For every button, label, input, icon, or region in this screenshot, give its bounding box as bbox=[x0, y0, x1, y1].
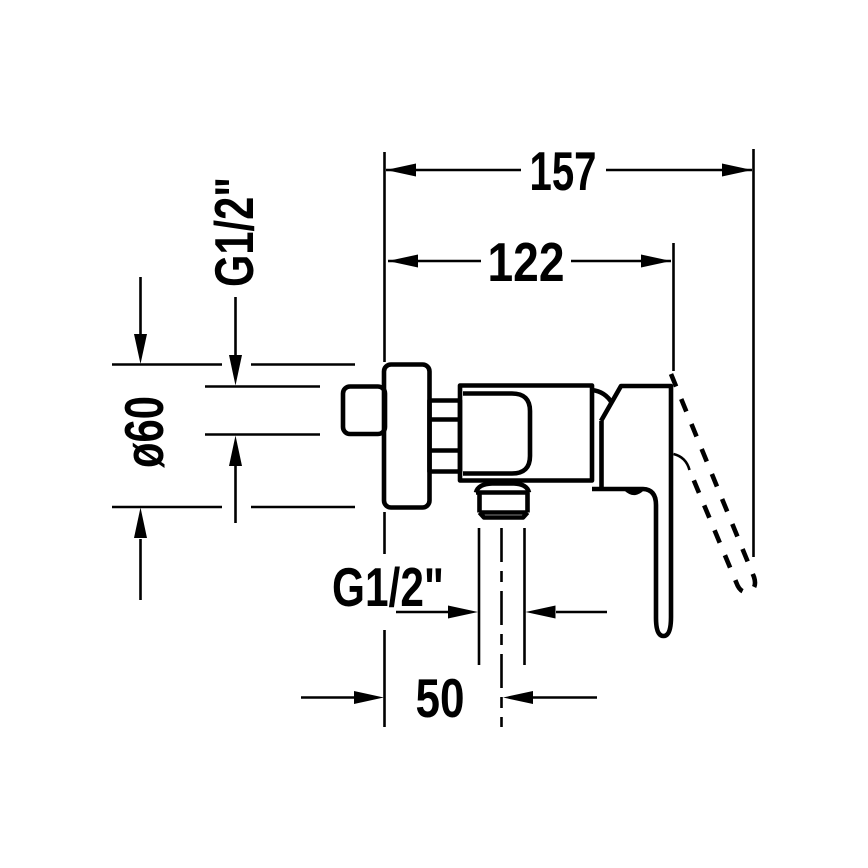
cartridge-outline bbox=[463, 391, 533, 476]
outlet-collar bbox=[473, 481, 532, 495]
label-outlet-thread: G1/2" bbox=[332, 556, 444, 618]
arrowhead-inlet-bottom bbox=[229, 435, 242, 466]
fixture-outline bbox=[340, 362, 758, 639]
arrowhead-handle-left bbox=[388, 254, 418, 268]
handle-swing-arc bbox=[673, 452, 691, 471]
label-gap-122 bbox=[481, 238, 571, 284]
handle-lip-detail bbox=[624, 487, 644, 496]
arrowhead-flange-top bbox=[134, 334, 147, 364]
dimension-labels: 157 122 G1/2" ø60 G1/2" 50 bbox=[113, 140, 606, 729]
arrowhead-handle-right bbox=[641, 254, 671, 268]
label-outlet-offset: 50 bbox=[416, 667, 465, 729]
arrowhead-offset-left bbox=[354, 691, 384, 704]
lever-handle bbox=[592, 383, 674, 639]
arrowhead-overall-right bbox=[722, 163, 752, 177]
lever-handle-open-dashed bbox=[668, 373, 758, 595]
label-gap-157 bbox=[521, 147, 606, 193]
label-overall-depth: 157 bbox=[530, 140, 597, 202]
arrowhead-flange-bottom bbox=[134, 507, 147, 538]
thread-nipple-outline bbox=[427, 398, 463, 474]
extension-lines bbox=[112, 149, 755, 727]
thread-nipple bbox=[427, 398, 463, 474]
label-depth-to-handle: 122 bbox=[488, 231, 565, 293]
handle-cap-arc bbox=[591, 387, 614, 405]
label-inlet-thread: G1/2" bbox=[203, 177, 265, 287]
arrowhead-outlet-right bbox=[525, 605, 556, 619]
arrowhead-offset-right bbox=[503, 691, 533, 704]
arrowhead-inlet-top bbox=[229, 355, 242, 386]
label-flange-diameter: ø60 bbox=[113, 396, 175, 468]
outlet-collar-dome bbox=[473, 481, 532, 494]
arrowhead-outlet-left bbox=[448, 605, 478, 619]
ext-lines-inlet-thread bbox=[205, 385, 320, 436]
arrowhead-overall-left bbox=[386, 163, 416, 177]
valve-body bbox=[457, 383, 595, 483]
ext-lines-flange-diameter bbox=[112, 363, 355, 509]
outlet-thread bbox=[477, 492, 530, 520]
wall-flange bbox=[381, 362, 432, 510]
supply-pipe-stub bbox=[340, 384, 388, 437]
